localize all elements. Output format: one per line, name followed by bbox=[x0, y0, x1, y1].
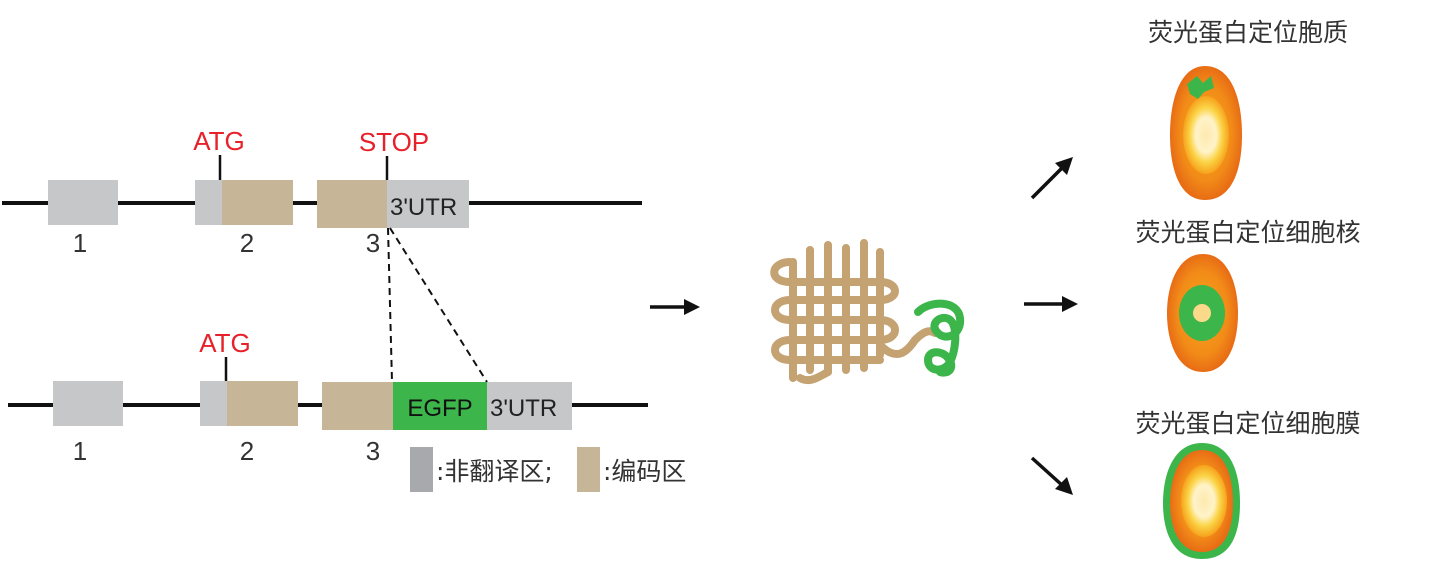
insertion-guide-left bbox=[387, 227, 393, 383]
gene-bottom-exon-3-coding bbox=[322, 382, 393, 430]
gene-bottom-3utr-box bbox=[487, 382, 572, 430]
nucleus-label: 荧光蛋白定位细胞核 bbox=[1135, 218, 1360, 247]
gene-top-exon-1 bbox=[48, 180, 118, 225]
gene-top-exon-2-number: 2 bbox=[240, 228, 254, 258]
gene-top-3utr-box bbox=[387, 180, 469, 228]
legend-coding-label: :编码区 bbox=[603, 457, 686, 486]
fusion-protein-icon bbox=[770, 239, 965, 385]
cell-nucleus-icon bbox=[1167, 254, 1238, 372]
gene-top-3utr-label: 3'UTR bbox=[390, 194, 457, 221]
egfp-coil bbox=[914, 299, 965, 377]
legend-coding-swatch bbox=[577, 447, 600, 492]
gene-bottom-exon-2-number: 2 bbox=[240, 436, 254, 466]
legend-noncoding-label: :非翻译区; bbox=[436, 457, 553, 486]
membrane-label: 荧光蛋白定位细胞膜 bbox=[1135, 409, 1360, 438]
gene-top-stop-label: STOP bbox=[359, 127, 429, 157]
insertion-guide-right bbox=[389, 227, 488, 383]
gene-top-exon-2-utr bbox=[195, 180, 222, 225]
cell-membrane-icon bbox=[1163, 443, 1240, 559]
arrow-to-membrane bbox=[1030, 456, 1073, 495]
cell-cytoplasm-icon bbox=[1170, 66, 1242, 200]
gene-bottom-atg-label: ATG bbox=[199, 328, 251, 358]
gene-top-atg-label: ATG bbox=[193, 126, 245, 156]
host-protein-coil bbox=[770, 239, 939, 385]
legend-noncoding-swatch bbox=[410, 447, 433, 492]
gene-bottom-3utr-label: 3'UTR bbox=[490, 395, 557, 422]
gene-bottom: EGFP 3'UTR ATG 1 2 3 bbox=[8, 328, 648, 466]
legend: :非翻译区; :编码区 bbox=[410, 447, 686, 492]
arrow-to-protein bbox=[650, 299, 700, 315]
gene-bottom-egfp-label: EGFP bbox=[407, 395, 472, 422]
cytoplasm-fluorescence-spot bbox=[1187, 76, 1214, 99]
gene-bottom-exon-3-number: 3 bbox=[366, 436, 380, 466]
arrow-to-cytoplasm bbox=[1030, 157, 1073, 200]
gene-top-exon-3-number: 3 bbox=[366, 228, 380, 258]
gene-top-exon-2-coding bbox=[222, 180, 293, 225]
gene-top-exon-3-coding bbox=[317, 180, 387, 228]
cytoplasm-label: 荧光蛋白定位胞质 bbox=[1148, 18, 1348, 47]
gene-bottom-exon-2-coding bbox=[227, 381, 298, 426]
gene-bottom-egfp-box bbox=[393, 382, 487, 430]
arrow-to-nucleus bbox=[1024, 296, 1078, 312]
gene-bottom-exon-1 bbox=[53, 381, 123, 426]
gene-bottom-exon-1-number: 1 bbox=[73, 436, 87, 466]
gene-bottom-exon-2-utr bbox=[200, 381, 227, 426]
gene-top-exon-1-number: 1 bbox=[73, 228, 87, 258]
gene-top: 3'UTR ATG STOP 1 2 3 bbox=[2, 126, 642, 258]
